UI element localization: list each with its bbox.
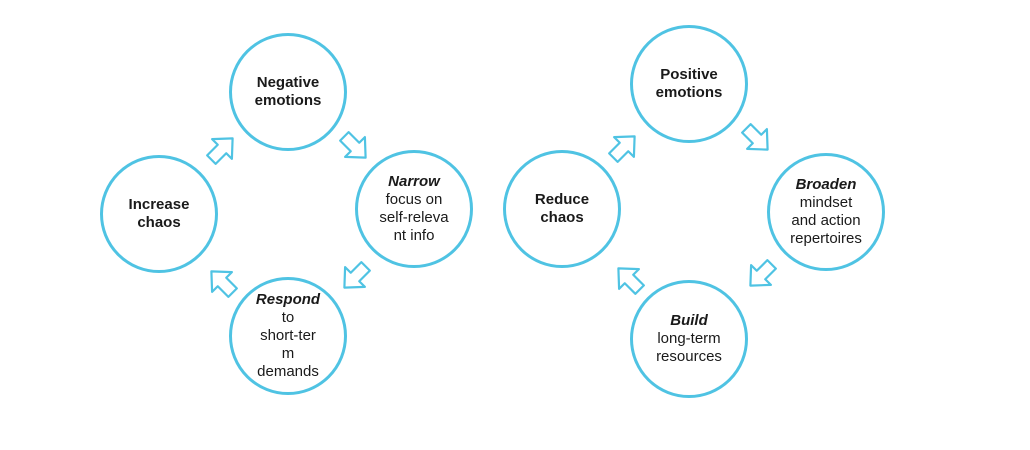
node-narrow: Narrow focus on self-releva nt info — [355, 150, 473, 268]
node-label: chaos — [137, 214, 181, 231]
node-label: emotions — [655, 84, 723, 101]
node-title: Narrow — [388, 173, 440, 190]
arrow-down-left-icon — [737, 251, 785, 299]
arrow-up-left-icon — [198, 258, 246, 306]
node-text: m — [281, 345, 295, 362]
node-label: emotions — [254, 92, 322, 109]
node-label: Negative — [256, 74, 320, 91]
node-text: resources — [656, 348, 722, 365]
node-build: Build long-term resources — [630, 280, 748, 398]
arrow-down-left-icon — [331, 253, 379, 301]
arrow-up-right-icon — [600, 123, 648, 171]
node-label: Increase — [128, 196, 190, 213]
node-broaden: Broaden mindset and action repertoires — [767, 153, 885, 271]
node-title: Build — [670, 312, 708, 329]
node-reduce-chaos: Reduce chaos — [503, 150, 621, 268]
arrow-down-right-icon — [733, 115, 781, 163]
node-text: repertoires — [790, 230, 862, 247]
arrow-down-right-icon — [331, 123, 379, 171]
node-respond: Respond to short-ter m demands — [229, 277, 347, 395]
node-title: Respond — [255, 291, 321, 308]
node-text: focus on — [385, 191, 443, 208]
node-text: long-term — [657, 330, 721, 347]
node-text: to — [281, 309, 295, 326]
node-title: Broaden — [795, 176, 857, 193]
node-text: and action — [791, 212, 861, 229]
node-text: mindset — [799, 194, 853, 211]
node-text: nt info — [393, 227, 435, 244]
arrow-up-left-icon — [605, 255, 653, 303]
node-label: Positive — [660, 66, 718, 83]
node-increase-chaos: Increase chaos — [100, 155, 218, 273]
node-label: Reduce — [534, 191, 590, 208]
node-text: self-releva — [379, 209, 449, 226]
node-negative-emotions: Negative emotions — [229, 33, 347, 151]
node-positive-emotions: Positive emotions — [630, 25, 748, 143]
node-label: chaos — [540, 209, 584, 226]
node-text: short-ter — [260, 327, 316, 344]
arrow-up-right-icon — [198, 125, 246, 173]
node-text: demands — [257, 363, 319, 380]
